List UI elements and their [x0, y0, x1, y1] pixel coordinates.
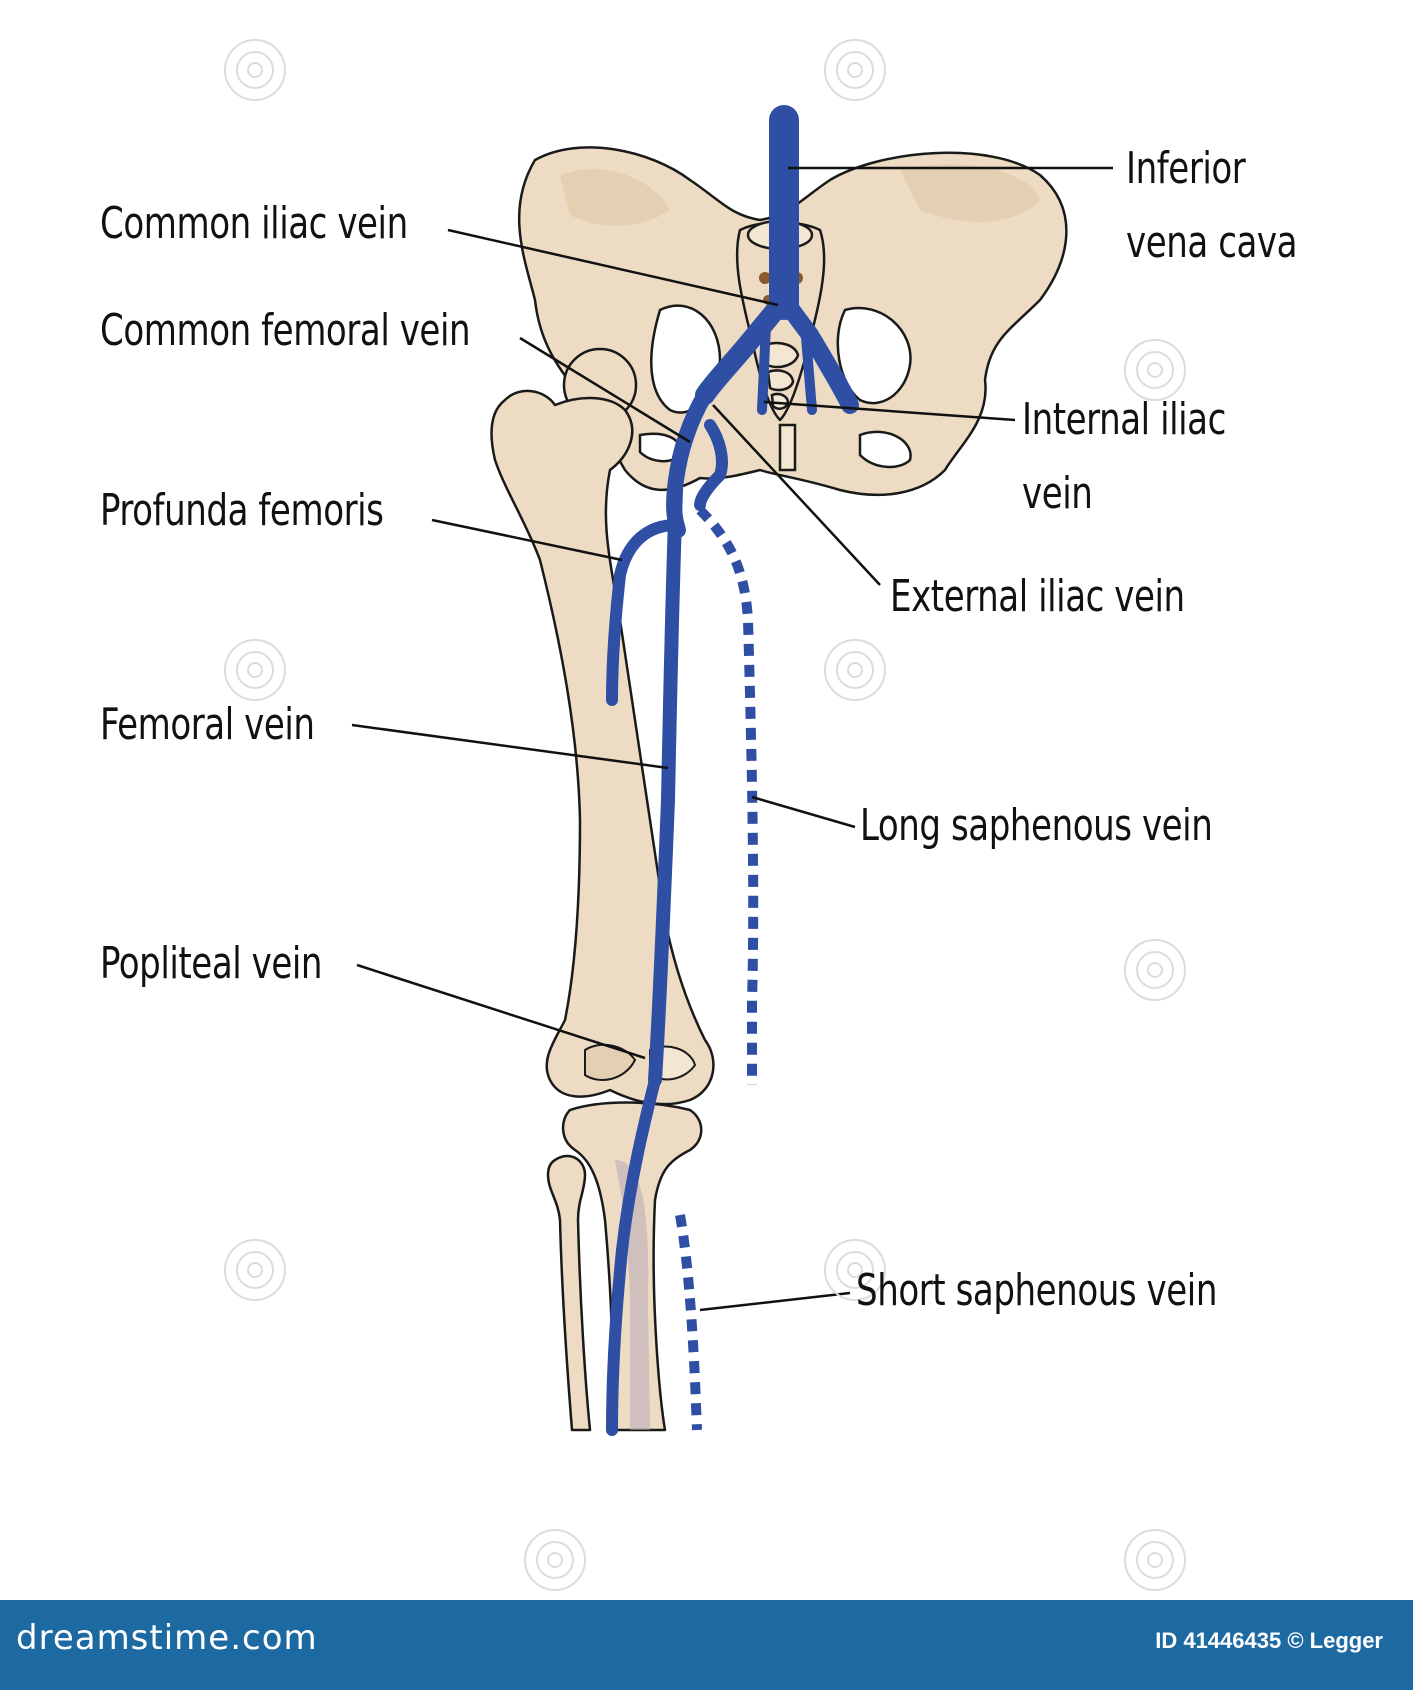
- leader-external-iliac-vein: [712, 404, 881, 586]
- label-common-iliac-vein: Common iliac vein: [100, 198, 408, 249]
- label-long-saphenous-vein: Long saphenous vein: [860, 800, 1213, 851]
- label-common-femoral-vein: Common femoral vein: [100, 305, 471, 356]
- footer-brand[interactable]: dreamstime.com: [16, 1618, 318, 1658]
- label-short-saphenous-vein: Short saphenous vein: [856, 1265, 1217, 1316]
- lower-leg-bones: [546, 1101, 703, 1432]
- label-internal-iliac-vein-1: Internal iliac: [1022, 394, 1226, 445]
- label-inferior-vena-cava-1: Inferior: [1126, 143, 1246, 194]
- label-profunda-femoris: Profunda femoris: [100, 485, 384, 536]
- leader-profunda-femoris: [431, 518, 623, 562]
- watermark: [224, 39, 1186, 1591]
- leader-short-saphenous-vein: [699, 1291, 851, 1312]
- leader-internal-iliac-vein: [763, 400, 1016, 422]
- leader-femoral-vein: [351, 723, 669, 770]
- label-internal-iliac-vein-2: vein: [1022, 468, 1093, 519]
- leader-lines: [351, 166, 1113, 1312]
- leader-common-iliac-vein: [447, 228, 779, 307]
- label-femoral-vein: Femoral vein: [100, 699, 315, 750]
- footer-credit: ID 41446435 © Legger: [1155, 1628, 1383, 1653]
- veins: [606, 105, 859, 1436]
- footer-bar: dreamstime.com ID 41446435 © Legger: [0, 1600, 1413, 1690]
- leader-long-saphenous-vein: [751, 795, 856, 829]
- label-popliteal-vein: Popliteal vein: [100, 938, 323, 989]
- leader-common-femoral-vein: [519, 336, 691, 444]
- anatomy-diagram: .bone { fill: #eddcc3; stroke: #1a1a1a; …: [224, 39, 1186, 1591]
- label-external-iliac-vein: External iliac vein: [890, 571, 1185, 622]
- leader-popliteal-vein: [356, 963, 646, 1060]
- label-inferior-vena-cava-2: vena cava: [1126, 217, 1298, 268]
